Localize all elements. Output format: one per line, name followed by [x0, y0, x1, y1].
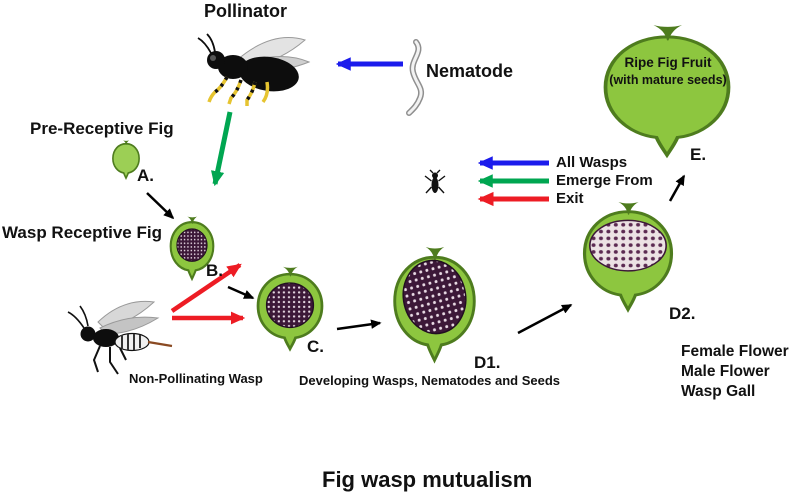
arrow-c-to-d1: [336, 319, 382, 331]
wasp-receptive-fig-label: Wasp Receptive Fig: [2, 223, 162, 242]
fig-d2: [582, 201, 674, 312]
fig-d1: [393, 247, 476, 362]
stage-d1-label: D1.: [474, 353, 501, 372]
arrow-pollinator-to-receptive-fig: [210, 111, 233, 187]
ripe-fig-subtitle-label: (with mature seeds): [609, 73, 727, 87]
pollinator-thorax: [218, 55, 248, 79]
flower-legend-male: Male Flower: [681, 363, 770, 380]
exiting-wasp-illustration: [424, 169, 446, 194]
arrow-b-to-c: [227, 285, 255, 300]
fig-a-pre-receptive: [112, 140, 140, 179]
fig-c: [256, 266, 324, 351]
exit-wasp-legs: [424, 169, 446, 194]
non-pollinating-wasp-label: Non-Pollinating Wasp: [129, 371, 263, 386]
npw-abdomen-stripes: [121, 334, 141, 350]
npw-legs: [92, 345, 127, 375]
pre-receptive-fig-label: Pre-Receptive Fig: [30, 119, 174, 138]
npw-ovipositor: [147, 340, 173, 348]
flower-legend-wasp-gall: Wasp Gall: [681, 383, 756, 400]
arrow-npw-to-fig-b: [170, 263, 242, 313]
npw-antennae: [67, 305, 89, 329]
pollinator-wasp-illustration: [197, 33, 311, 106]
exit-wasp-body: [431, 177, 439, 193]
non-pollinating-wasp-illustration: [67, 300, 173, 375]
exit-wasp-head: [432, 172, 438, 179]
arrow-d2-to-e: [668, 174, 686, 202]
pollinator-head: [207, 51, 225, 69]
fig-b-gall-core: [176, 228, 208, 262]
fig-d1-gall-core: [402, 259, 467, 335]
arrows: [146, 57, 686, 335]
pollinator-eye: [210, 55, 216, 61]
pollinator-leg-stripes: [213, 76, 257, 102]
flower-legend-female: Female Flower: [681, 343, 789, 360]
stage-a-label: A.: [137, 166, 154, 185]
developing-caption-label: Developing Wasps, Nematodes and Seeds: [299, 373, 561, 388]
npw-head: [80, 326, 96, 342]
pollinator-legs: [207, 76, 270, 106]
stage-c-label: C.: [307, 337, 324, 356]
fig-e-ripe: [603, 25, 731, 157]
arrow-d1-to-d2: [517, 303, 573, 335]
nematode-body-fill: [407, 40, 423, 115]
ripe-fig-title-label: Ripe Fig Fruit: [624, 55, 712, 70]
fig-c-gall-core: [265, 282, 315, 329]
fig-b-wasp-receptive: [169, 216, 215, 280]
legend-all-wasps-label: All Wasps: [556, 154, 628, 171]
stage-b-label: B.: [206, 261, 223, 280]
nematode-illustration: [406, 39, 425, 116]
npw-thorax: [93, 329, 119, 347]
stage-d2-label: D2.: [669, 304, 696, 323]
pollinator-antennae: [197, 33, 216, 54]
nematode-label: Nematode: [426, 61, 514, 81]
stage-e-label: E.: [690, 145, 707, 164]
legend-emerge-from-label: Emerge From: [556, 172, 653, 189]
fig-d2-seed-core: [589, 219, 667, 272]
legend-exit-label: Exit: [556, 190, 584, 207]
arrow-a-to-b: [146, 192, 175, 220]
diagram-title: Fig wasp mutualism: [322, 467, 533, 492]
pollinator-label: Pollinator: [204, 1, 288, 21]
